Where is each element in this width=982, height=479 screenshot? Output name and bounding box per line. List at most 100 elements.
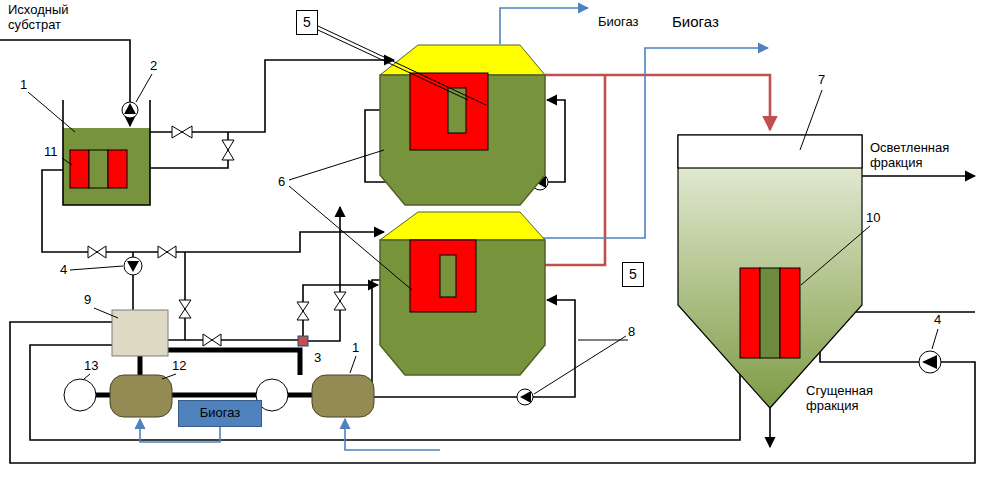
pipe-group [0,40,975,463]
gas-line [168,350,300,375]
callout-number: 12 [172,358,186,373]
heat-exchanger [780,268,800,358]
tank-liquid [63,128,150,205]
leader-line [318,30,468,100]
heat-exchanger [760,268,780,358]
pipe [303,285,378,336]
pump-symbol [122,102,138,118]
heat-exchanger [440,255,456,297]
sensor-symbol [298,336,308,346]
callout-number: 4 [60,262,67,277]
leader-line [534,336,626,394]
leader-line [800,90,822,150]
biogas-pipe-group [140,8,768,450]
leader-line [136,74,152,102]
pipe [150,60,394,132]
pump-symbol [124,103,136,114]
node-text: 5 [629,266,637,282]
gas-line [172,393,256,398]
callout-box: 5 [622,262,644,287]
digestate-pipe [545,75,770,130]
leader-group [28,26,938,394]
leader-line [70,266,123,270]
tank-wall [63,100,150,205]
pipe [184,252,186,340]
leader-line [289,150,384,180]
recirculation-pipe [547,100,565,182]
heat-exchanger [410,73,488,150]
callout-number: 8 [628,324,635,339]
pump-symbol [919,351,941,373]
leader-line [94,308,118,318]
heat-exchanger [108,150,127,188]
gas-meter [64,379,96,411]
leader-line [289,186,412,290]
callout-number: 13 [84,358,98,373]
pump-symbol [127,261,139,272]
biogas-pipe [345,419,440,450]
clarified-outlet [862,175,975,177]
control-unit [112,310,168,356]
valve-symbol [297,302,309,320]
pipe [308,207,340,341]
node-text: Биогаз [200,406,241,421]
digestate-pipe [545,75,605,265]
heat-exchanger [740,268,760,358]
leader-line [62,158,72,165]
gasholder [312,375,374,417]
valve-symbol [158,246,176,258]
callout-box: 5 [296,10,318,35]
leader-line [578,340,628,341]
feed-pipe [0,40,130,126]
gas-line [96,393,110,398]
gas-line [138,356,143,375]
callout-number: 3 [314,350,321,365]
pump-symbol [124,257,142,275]
biogas-box: Биогаз [178,400,262,427]
callout-number: 1 [352,340,359,355]
pump-symbol [517,389,533,405]
leader-line [162,374,176,379]
callout-number: 11 [44,144,58,159]
leader-line [801,226,870,285]
pipe [168,339,298,341]
callout-number: 1 [20,77,27,92]
leader-line [84,374,90,379]
heat-exchanger [89,150,108,188]
pump-symbol [520,391,531,403]
callout-number: 7 [818,72,825,87]
leader-line [28,92,75,132]
biogas-pipe [500,8,588,44]
heat-exchanger [410,240,476,312]
pump-symbol [922,355,937,369]
digester-gas-dome [380,212,545,240]
gasholder [110,375,172,417]
valve-symbol [334,292,346,310]
sludge-outlet [769,408,771,447]
settler-body [678,135,862,408]
callout-number: Биогаз [672,14,719,29]
stream-label: Исходный субстрат [8,2,86,32]
leader-line [932,329,938,349]
stream-label: Осветленная фракция [870,140,970,170]
valve-symbol [172,126,192,138]
node-text: 5 [303,14,311,30]
callout-number: 10 [866,210,880,225]
callout-number: 4 [934,312,941,327]
valve-symbol [222,140,234,160]
leader-line [350,356,356,373]
valve-symbol [179,300,191,318]
callout-number: 9 [84,292,91,307]
leader-line [318,26,486,105]
settler-headspace [678,135,862,168]
callout-number: Биогаз [598,14,639,29]
stream-label: Сгущенная фракция [806,383,896,413]
valve-symbol [203,334,221,346]
heat-exchanger [70,150,89,188]
callout-number: 6 [278,174,285,189]
gas-line [288,393,312,398]
return-pipe [30,345,740,440]
callout-number: 2 [150,58,157,73]
valve-symbol [88,246,106,258]
